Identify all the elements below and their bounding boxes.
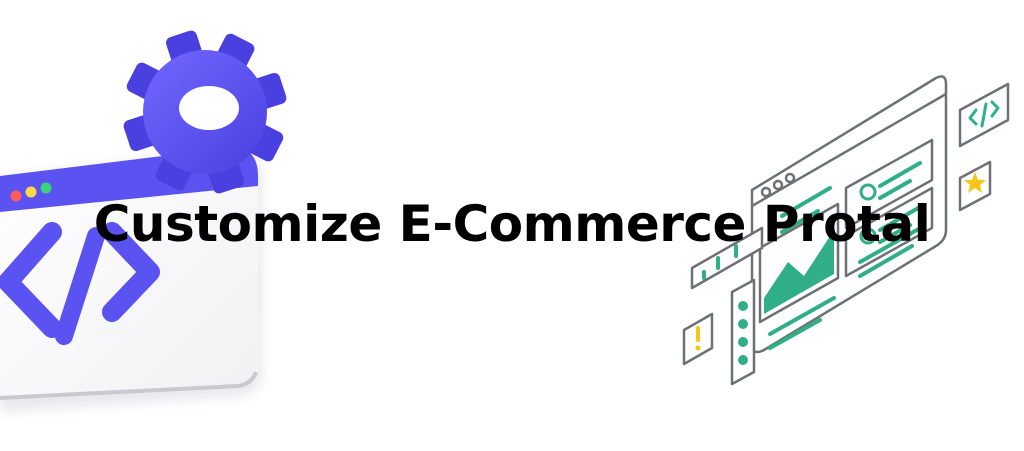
warning-icon <box>695 326 701 351</box>
gear-icon <box>123 30 287 194</box>
right-illustration <box>682 75 1010 386</box>
headline: Customize E-Commerce Protal <box>93 195 931 253</box>
star-icon <box>964 172 986 193</box>
image-chart-icon <box>764 230 834 314</box>
code-brackets-icon <box>0 222 160 345</box>
left-illustration <box>0 30 287 412</box>
code-icon <box>968 100 1000 128</box>
